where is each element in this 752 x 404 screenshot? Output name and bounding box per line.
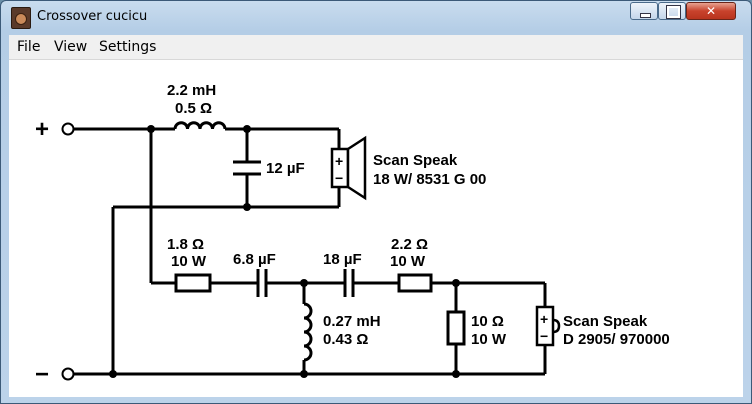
r3-power-label: 10 W xyxy=(471,331,507,348)
capacitor-c3[interactable] xyxy=(343,269,355,297)
window-title: Crossover cucicu xyxy=(37,9,148,24)
r1-value-label: 1.8 Ω xyxy=(167,236,204,253)
inductor-l1[interactable] xyxy=(173,121,227,130)
tweeter-model-label: 18 W/ 8531 G 00 xyxy=(373,171,486,188)
c1-value-label: 12 µF xyxy=(266,160,305,177)
resistor-r1[interactable] xyxy=(174,273,212,293)
woofer-minus-sign: − xyxy=(540,328,548,344)
woofer-brand-label: Scan Speak xyxy=(563,313,648,330)
inductor-l2[interactable] xyxy=(303,302,313,362)
wires xyxy=(74,127,547,376)
l1-resistance-label: 0.5 Ω xyxy=(175,100,212,117)
menu-view[interactable]: View xyxy=(54,39,88,55)
capacitor-c1[interactable] xyxy=(233,160,261,176)
r3-value-label: 10 Ω xyxy=(471,313,504,330)
r1-power-label: 10 W xyxy=(171,253,207,270)
speaker-app-icon[interactable] xyxy=(11,7,31,29)
plus-label: + xyxy=(35,116,49,143)
r2-value-label: 2.2 Ω xyxy=(391,236,428,253)
c2-value-label: 6.8 µF xyxy=(233,251,276,268)
junction-dots xyxy=(109,125,460,378)
minimize-icon xyxy=(640,13,651,18)
tweeter-speaker[interactable]: + − xyxy=(330,135,367,201)
minimize-button[interactable] xyxy=(630,2,658,20)
crossover-schematic: + − + − + − 2.2 mH 0.5 Ω 12 µF Scan Spea… xyxy=(35,82,670,388)
close-button[interactable]: ✕ xyxy=(686,2,736,20)
maximize-button[interactable] xyxy=(658,2,686,20)
woofer-plus-sign: + xyxy=(540,311,548,327)
schematic-canvas[interactable]: + − + − + − 2.2 mH 0.5 Ω 12 µF Scan Spea… xyxy=(9,59,743,397)
tweeter-plus-sign: + xyxy=(335,153,343,169)
c3-value-label: 18 µF xyxy=(323,251,362,268)
r2-power-label: 10 W xyxy=(390,253,426,270)
plus-terminal[interactable] xyxy=(61,122,75,136)
tweeter-minus-sign: − xyxy=(335,170,343,186)
resistor-r3[interactable] xyxy=(446,310,466,346)
menu-file[interactable]: File xyxy=(17,39,41,55)
title-bar[interactable]: Crossover cucicu ✕ xyxy=(1,1,751,33)
close-icon: ✕ xyxy=(705,4,717,18)
menu-bar: File View Settings xyxy=(9,35,743,59)
maximize-icon xyxy=(666,5,681,19)
minus-label: − xyxy=(35,361,49,388)
l1-value-label: 2.2 mH xyxy=(167,82,216,99)
woofer-speaker[interactable]: + − xyxy=(535,305,561,347)
tweeter-brand-label: Scan Speak xyxy=(373,152,458,169)
capacitor-c2[interactable] xyxy=(256,269,268,297)
menu-settings[interactable]: Settings xyxy=(99,39,157,55)
l2-value-label: 0.27 mH xyxy=(323,313,381,330)
resistor-r2[interactable] xyxy=(397,273,433,293)
l2-resistance-label: 0.43 Ω xyxy=(323,331,368,348)
minus-terminal[interactable] xyxy=(61,367,75,381)
woofer-model-label: D 2905/ 970000 xyxy=(563,331,670,348)
